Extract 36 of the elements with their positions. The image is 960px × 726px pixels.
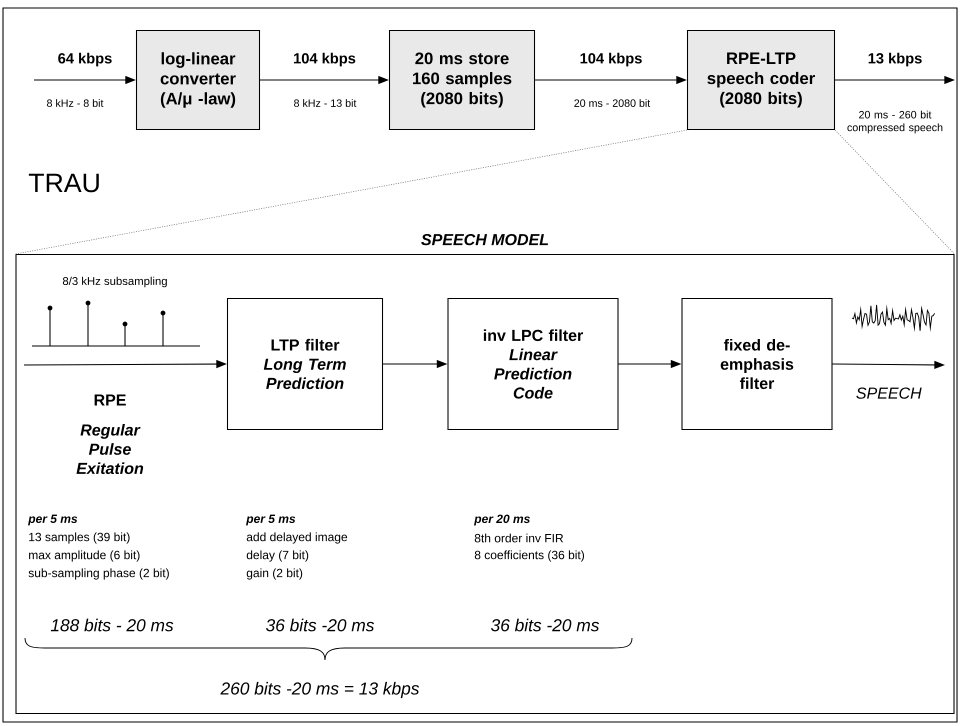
rate-note: 20 ms - 260 bit compressed speech bbox=[847, 110, 942, 134]
rate-note: 8 kHz - 8 bit bbox=[47, 99, 104, 107]
edge-label: 64 kbps bbox=[58, 52, 112, 66]
note-text: delay (7 bit) bbox=[246, 550, 308, 562]
note-text: max amplitude (6 bit) bbox=[29, 550, 140, 562]
drawing-caption: 8/3 kHz subsampling bbox=[62, 276, 167, 288]
edge-label: 104 kbps bbox=[580, 52, 642, 66]
rate-note: 8 kHz - 13 bit bbox=[294, 99, 356, 107]
note-text: add delayed image bbox=[246, 532, 348, 544]
note-heading: per 5 ms bbox=[28, 514, 78, 526]
bit-count: 36 bits -20 ms bbox=[490, 618, 600, 632]
block-label: RPE bbox=[94, 394, 126, 406]
filter-box: inv LPC filter Linear Prediction Code bbox=[447, 298, 619, 430]
rate-note: 20 ms - 2080 bit bbox=[574, 99, 650, 107]
filter-box: LTP filter Long Term Prediction bbox=[226, 298, 384, 430]
process-box: log-linear converter (A/μ -law) bbox=[136, 30, 260, 130]
filter-box: fixed de-emphasis filter bbox=[681, 298, 833, 430]
bit-count: 36 bits -20 ms bbox=[266, 618, 374, 632]
zoom-line bbox=[15, 130, 688, 254]
section-title: TRAU bbox=[28, 174, 99, 192]
note-text: 8th order inv FIR bbox=[474, 534, 564, 542]
node-label: SPEECH MODEL bbox=[421, 234, 548, 246]
edge-label: SPEECH bbox=[856, 387, 922, 399]
note-text: 13 samples (39 bit) bbox=[29, 532, 130, 544]
bit-count: 188 bits - 20 ms bbox=[50, 618, 174, 632]
note-heading: per 20 ms bbox=[474, 514, 530, 526]
note-text: gain (2 bit) bbox=[246, 568, 302, 580]
edge-label: 13 kbps bbox=[868, 52, 922, 66]
note-text: 8 coefficients (36 bit) bbox=[474, 550, 584, 562]
block-label: Regular Pulse Exitation bbox=[76, 424, 144, 474]
edge-label: 104 kbps bbox=[294, 52, 356, 66]
note-text: sub-sampling phase (2 bit) bbox=[28, 568, 169, 580]
bit-total: 260 bits -20 ms = 13 kbps bbox=[220, 682, 420, 698]
process-box: RPE-LTP speech coder (2080 bits) bbox=[686, 30, 836, 130]
note-heading: per 5 ms bbox=[246, 514, 296, 526]
process-box: 20 ms store 160 samples (2080 bits) bbox=[388, 30, 536, 130]
